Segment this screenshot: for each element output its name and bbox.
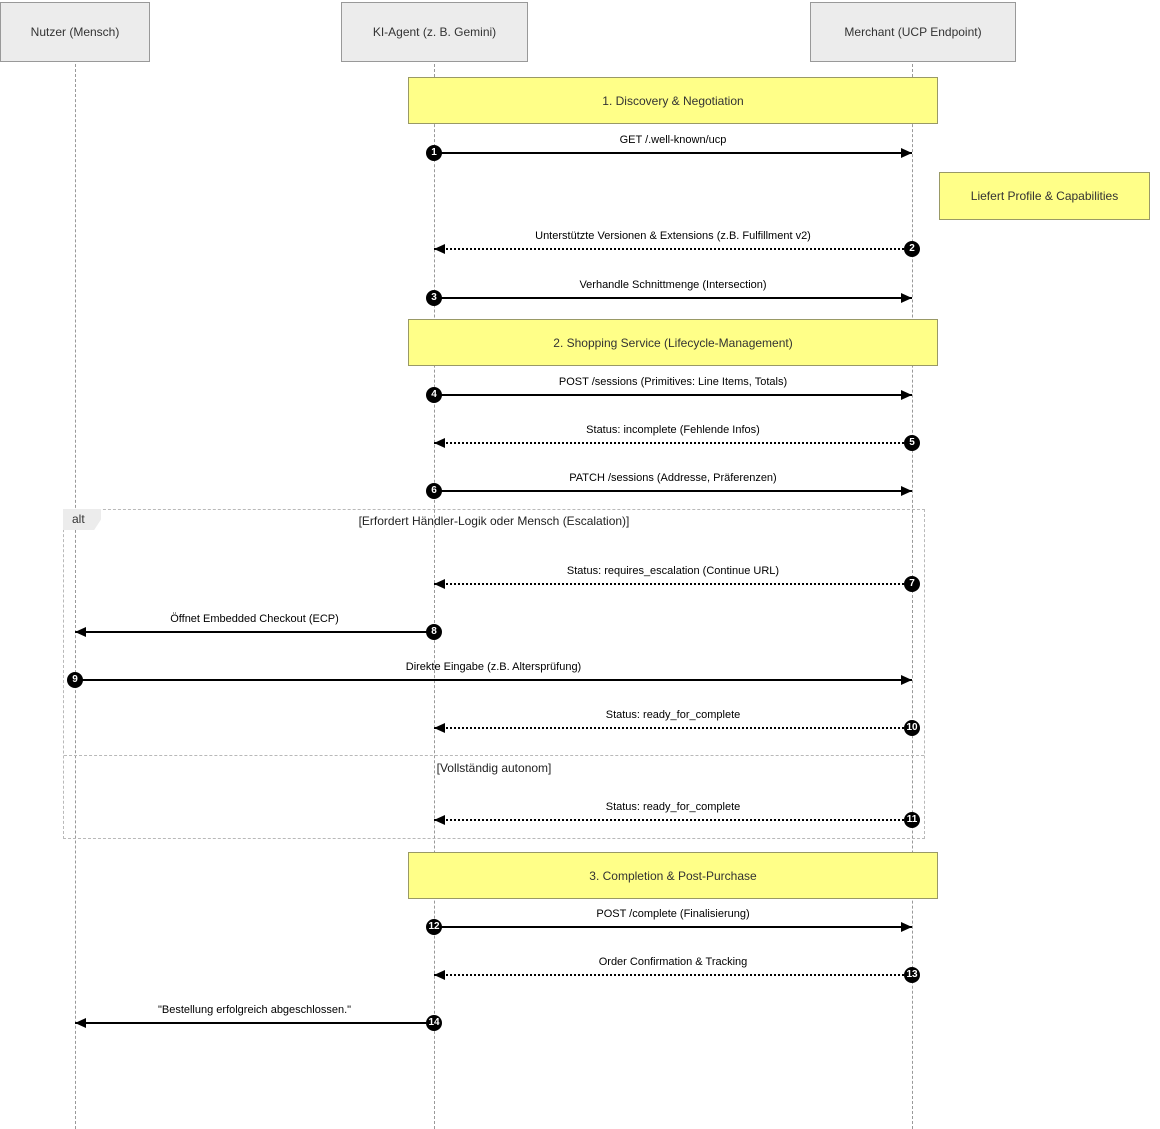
arrowhead-icon	[434, 579, 445, 589]
message-label: POST /complete (Finalisierung)	[596, 908, 750, 920]
participant-merchant: Merchant (UCP Endpoint)	[810, 2, 1016, 62]
section-banner-shopping: 2. Shopping Service (Lifecycle-Managemen…	[408, 319, 938, 366]
message-line	[434, 442, 912, 444]
message-line	[434, 926, 912, 928]
alt-frame-label: alt	[63, 509, 101, 530]
arrowhead-icon	[434, 244, 445, 254]
message-12: POST /complete (Finalisierung) 12	[426, 906, 912, 935]
message-7: Status: requires_escalation (Continue UR…	[434, 563, 920, 592]
message-label: Order Confirmation & Tracking	[598, 956, 748, 968]
participant-label: KI-Agent (z. B. Gemini)	[372, 25, 497, 39]
sequence-number-badge: 11	[904, 812, 920, 828]
message-line	[434, 490, 912, 492]
sequence-number-badge: 3	[426, 290, 442, 306]
section-banner-completion: 3. Completion & Post-Purchase	[408, 852, 938, 899]
sequence-number-badge: 12	[426, 919, 442, 935]
message-4: POST /sessions (Primitives: Line Items, …	[426, 374, 912, 403]
participant-nutzer: Nutzer (Mensch)	[0, 2, 150, 62]
message-line	[434, 583, 912, 585]
note-liefert-profile: Liefert Profile & Capabilities	[939, 172, 1150, 220]
arrowhead-icon	[901, 148, 912, 158]
sequence-number-badge: 1	[426, 145, 442, 161]
sequence-number-badge: 6	[426, 483, 442, 499]
participant-label: Nutzer (Mensch)	[30, 25, 120, 39]
message-label: PATCH /sessions (Addresse, Präferenzen)	[569, 472, 777, 484]
message-5: Status: incomplete (Fehlende Infos) 5	[434, 422, 920, 451]
section-banner-discovery: 1. Discovery & Negotiation	[408, 77, 938, 124]
message-label: Status: ready_for_complete	[605, 801, 741, 813]
message-1: GET /.well-known/ucp 1	[426, 132, 912, 161]
message-label: Status: incomplete (Fehlende Infos)	[586, 424, 760, 436]
message-line	[434, 727, 912, 729]
lifeline-nutzer	[75, 64, 76, 1129]
message-line	[434, 974, 912, 976]
message-line	[75, 631, 434, 633]
arrowhead-icon	[901, 293, 912, 303]
sequence-number-badge: 14	[426, 1015, 442, 1031]
sequence-number-badge: 7	[904, 576, 920, 592]
message-label: Status: requires_escalation (Continue UR…	[566, 565, 780, 577]
alt-condition-autonom: [Vollständig autonom]	[436, 761, 552, 775]
sequence-number-badge: 10	[904, 720, 920, 736]
message-13: Order Confirmation & Tracking 13	[434, 954, 920, 983]
arrowhead-icon	[901, 486, 912, 496]
message-label: Unterstützte Versionen & Extensions (z.B…	[535, 230, 811, 242]
arrowhead-icon	[434, 723, 445, 733]
message-label: Direkte Eingabe (z.B. Altersprüfung)	[405, 661, 582, 673]
message-label: Öffnet Embedded Checkout (ECP)	[170, 613, 339, 625]
sequence-number-badge: 13	[904, 967, 920, 983]
message-11: Status: ready_for_complete 11	[434, 799, 920, 828]
message-label: POST /sessions (Primitives: Line Items, …	[558, 376, 788, 388]
sequence-number-badge: 9	[67, 672, 83, 688]
arrowhead-icon	[901, 922, 912, 932]
alt-frame: alt [Erfordert Händler-Logik oder Mensch…	[63, 509, 925, 839]
message-line	[434, 248, 912, 250]
sequence-number-badge: 4	[426, 387, 442, 403]
message-10: Status: ready_for_complete 10	[434, 707, 920, 736]
alt-condition-escalation: [Erfordert Händler-Logik oder Mensch (Es…	[358, 514, 630, 528]
message-line	[434, 819, 912, 821]
arrowhead-icon	[901, 390, 912, 400]
participant-label: Merchant (UCP Endpoint)	[844, 25, 982, 39]
message-6: PATCH /sessions (Addresse, Präferenzen) …	[426, 470, 912, 499]
arrowhead-icon	[901, 675, 912, 685]
arrowhead-icon	[434, 438, 445, 448]
sequence-number-badge: 8	[426, 624, 442, 640]
message-line	[75, 1022, 434, 1024]
message-line	[75, 679, 912, 681]
arrowhead-icon	[434, 815, 445, 825]
alt-divider	[64, 755, 924, 756]
message-line	[434, 394, 912, 396]
message-label: Verhandle Schnittmenge (Intersection)	[579, 279, 767, 291]
lifeline-merchant	[912, 64, 913, 1129]
message-line	[434, 152, 912, 154]
participant-ki-agent: KI-Agent (z. B. Gemini)	[341, 2, 528, 62]
arrowhead-icon	[434, 970, 445, 980]
message-9: Direkte Eingabe (z.B. Altersprüfung) 9	[67, 659, 912, 688]
message-line	[434, 297, 912, 299]
sequence-number-badge: 2	[904, 241, 920, 257]
lifeline-ki-agent	[434, 64, 435, 1129]
message-2: Unterstützte Versionen & Extensions (z.B…	[434, 228, 920, 257]
message-label: GET /.well-known/ucp	[619, 134, 727, 146]
message-14: "Bestellung erfolgreich abgeschlossen." …	[75, 1002, 442, 1031]
arrowhead-icon	[75, 627, 86, 637]
message-label: Status: ready_for_complete	[605, 709, 741, 721]
message-label: "Bestellung erfolgreich abgeschlossen."	[157, 1004, 352, 1016]
arrowhead-icon	[75, 1018, 86, 1028]
message-3: Verhandle Schnittmenge (Intersection) 3	[426, 277, 912, 306]
sequence-number-badge: 5	[904, 435, 920, 451]
message-8: Öffnet Embedded Checkout (ECP) 8	[75, 611, 442, 640]
